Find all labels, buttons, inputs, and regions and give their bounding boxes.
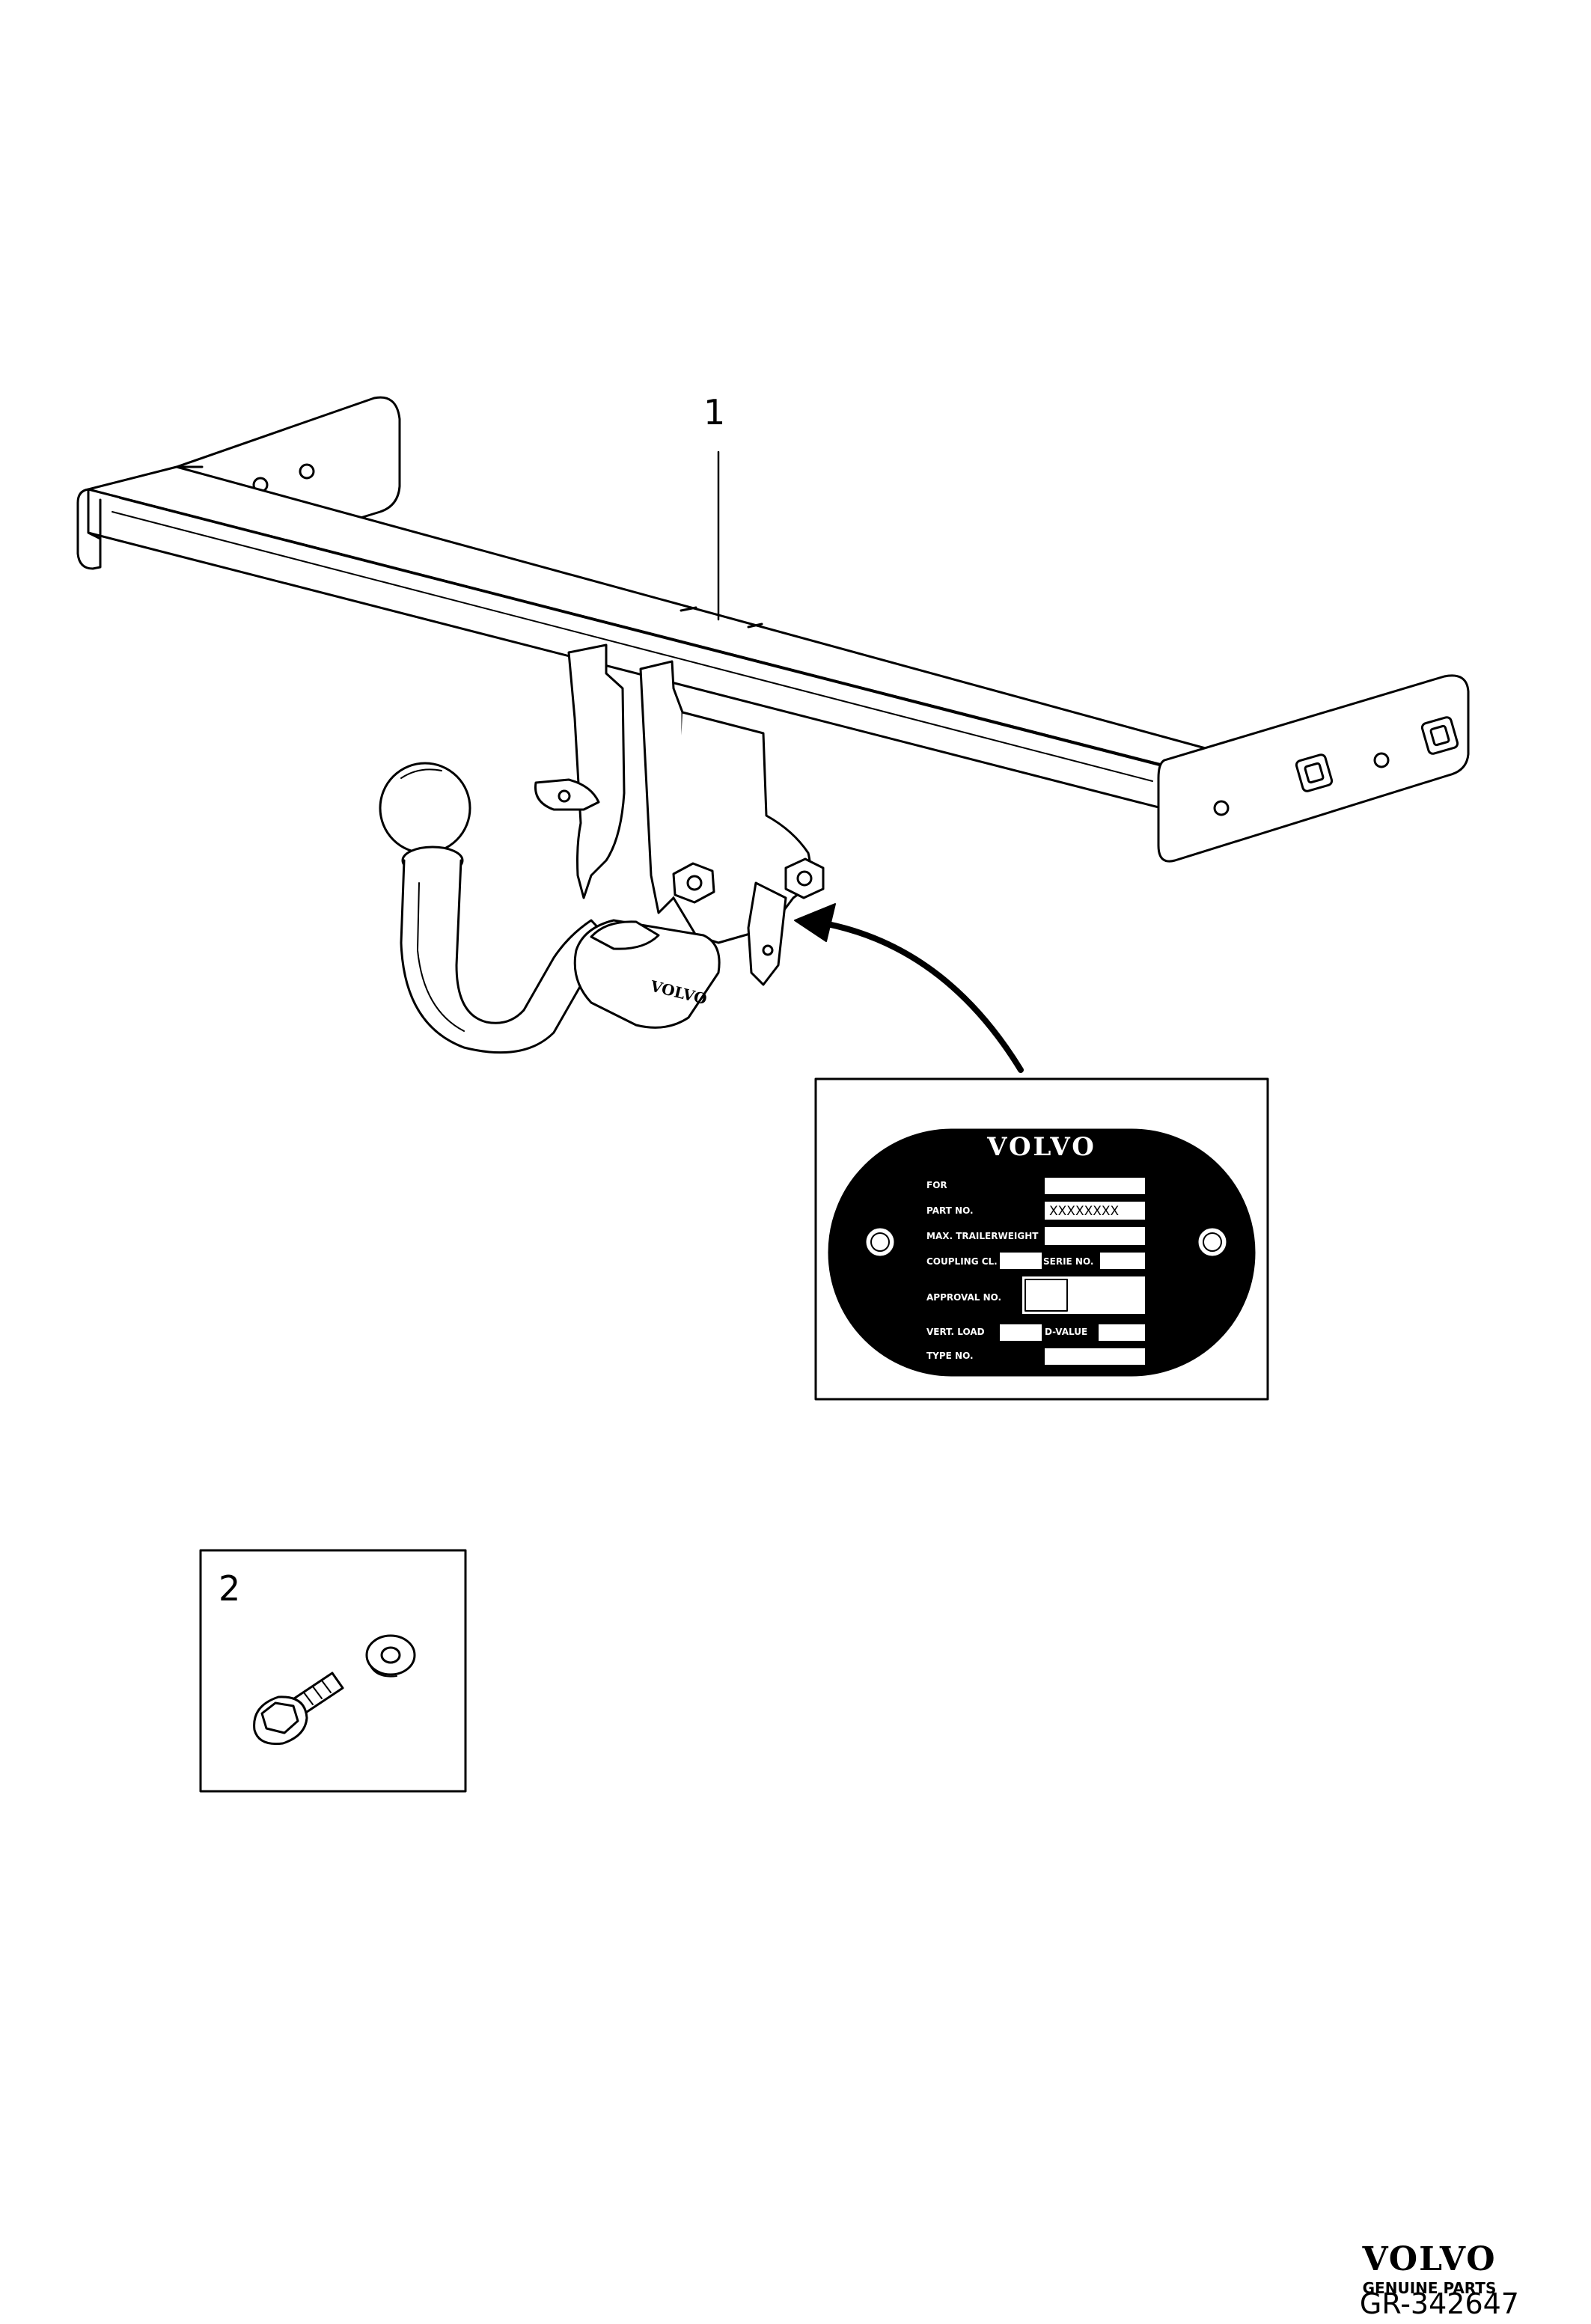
id-plate-label-d-value: D-VALUE: [1045, 1327, 1087, 1337]
id-plate-field-serie-no: [1100, 1253, 1145, 1269]
id-plate-field-type-no: [1045, 1348, 1145, 1365]
right-bracket-nut-1-inner: [1304, 762, 1325, 784]
right-bracket-nut-1: [1295, 753, 1334, 792]
swan-neck-shading: [417, 882, 465, 1032]
washer: [365, 1634, 416, 1678]
id-plate-part-no-value: XXXXXXXX: [1049, 1204, 1120, 1219]
right-bracket-nut-2: [1420, 716, 1459, 755]
bolt-hex-head: [260, 1701, 299, 1734]
release-lever-pin: [558, 789, 571, 803]
id-plate-label-for: FOR: [926, 1180, 947, 1190]
coupling-housing: [672, 711, 811, 944]
plate-pointer-curve: [813, 919, 1024, 1073]
right-bracket-hole-2: [1373, 752, 1390, 768]
id-plate-detail-frame: [814, 1077, 1269, 1401]
flange-bolt: [253, 1672, 344, 1746]
figure-id: GR-342647: [1359, 2287, 1519, 2320]
id-plate-label-vert-load: VERT. LOAD: [926, 1327, 985, 1337]
right-bracket-nut-2-inner: [1429, 724, 1450, 747]
id-plate-label-approval-no: APPROVAL NO.: [926, 1292, 1001, 1303]
beam-weld-tab-2: [747, 623, 763, 629]
id-plate-field-vert-load: [1000, 1324, 1042, 1341]
footer-brand-tagline: GENUINE PARTS: [1362, 2279, 1497, 2297]
id-plate-hole-right-inner: [1203, 1232, 1222, 1252]
id-plate-label-serie-no: SERIE NO.: [1043, 1256, 1093, 1267]
beam-front-face: [87, 488, 1169, 811]
beam-end-cap: [76, 488, 102, 570]
part-2-detail: [199, 1549, 467, 1793]
beam-highlight-line: [112, 511, 1153, 782]
washer-inner: [380, 1646, 401, 1664]
right-bracket-hole-1: [1213, 800, 1230, 816]
callout-label-1: 1: [703, 392, 726, 432]
id-plate-label-max-trailerweight: MAX. TRAILERWEIGHT: [926, 1231, 1039, 1241]
washer-edge: [367, 1660, 397, 1678]
plate-pointer-head: [794, 903, 836, 942]
id-plate-field-max-trailerweight: [1045, 1227, 1145, 1245]
plate-pointer-arrow: [794, 903, 1024, 1073]
id-plate-label-part-no: PART NO.: [926, 1205, 974, 1216]
id-plate-hole-left-inner: [870, 1232, 890, 1252]
footer-brand-logo: VOLVO: [1362, 2240, 1497, 2278]
id-plate-bracket: [747, 881, 787, 986]
right-mounting-bracket: [1157, 674, 1470, 863]
tow-ball-highlight: [400, 768, 442, 779]
id-plate-field-part-no: [1045, 1202, 1145, 1220]
id-plate-label-coupling-cl: COUPLING CL.: [926, 1256, 998, 1267]
left-bracket-hole-2: [299, 463, 315, 480]
tow-ball: [379, 762, 471, 854]
coupling-bracket-left: [567, 643, 626, 899]
left-mounting-bracket: [175, 396, 401, 530]
bolt-thread: [303, 1680, 332, 1705]
id-plate-field-for: [1045, 1178, 1145, 1194]
towbar-crossmember: [76, 396, 1470, 863]
footer-brand-block: VOLVO GENUINE PARTS: [1340, 2243, 1519, 2296]
coupling-assembly: VOLVO: [379, 643, 825, 1054]
id-plate-brand: VOLVO: [986, 1132, 1096, 1162]
beam-highlight-line-2: [119, 498, 1168, 768]
coupling-nut-right: [784, 857, 825, 899]
coupling-nut-left: [672, 862, 715, 904]
id-plate-field-coupling-cl: [1000, 1253, 1042, 1269]
release-lever: [534, 778, 600, 811]
washer-outer: [365, 1634, 416, 1676]
id-plate-detail: VOLVO FOR PART NO. XXXXXXXX MAX. TRAILER…: [814, 1077, 1269, 1401]
callout-label-2: 2: [219, 1568, 241, 1609]
beam-weld-tab-1: [680, 606, 697, 612]
id-plate-field-d-value: [1099, 1324, 1145, 1341]
id-plate-bracket-hole: [762, 944, 774, 956]
id-plate-label-type-no: TYPE NO.: [926, 1351, 974, 1361]
part-2-frame: [199, 1549, 467, 1793]
socket-cap: [590, 920, 660, 950]
id-plate-approval-mark: [1024, 1279, 1068, 1312]
